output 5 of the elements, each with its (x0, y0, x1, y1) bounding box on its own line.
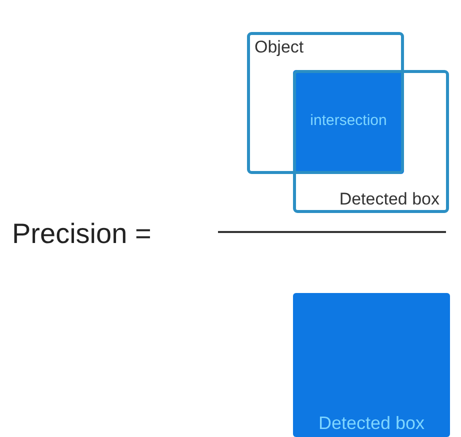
box-label: Object (254, 38, 304, 56)
box-label: intersection (310, 112, 387, 129)
formula-label: Precision = (12, 218, 152, 250)
box-label: Detected box (339, 190, 440, 208)
box-label: Detected box (318, 413, 425, 433)
